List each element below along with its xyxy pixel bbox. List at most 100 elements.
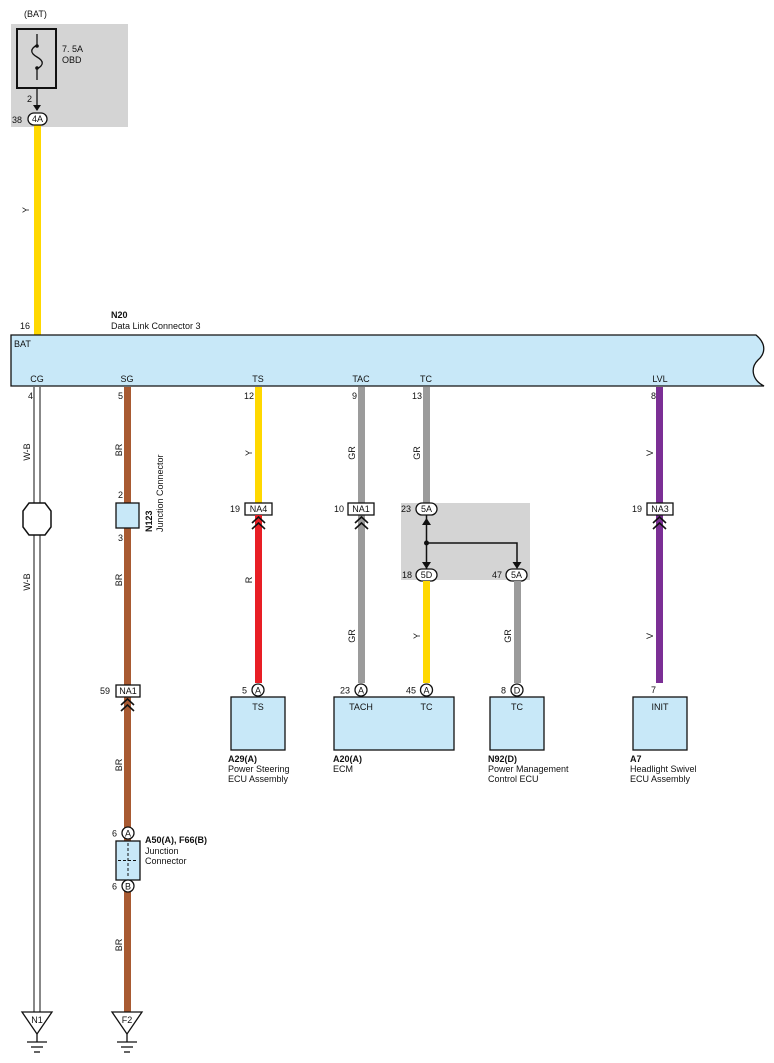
fuse-terminal-dot (35, 44, 39, 48)
connector-label: A (255, 686, 261, 696)
chevron-up-icon (120, 697, 135, 712)
connector-circle (354, 683, 368, 697)
dlc-pin-lvl: 8 (651, 391, 656, 401)
connector-5a-right: 5A (505, 568, 528, 582)
wire-color-label: BR (114, 758, 124, 771)
connector-label: NA3 (651, 504, 669, 514)
ecu-a29-code: A29(A) (228, 754, 257, 764)
ground-f2: F2 (110, 1011, 144, 1053)
dlc-terminal-cg: CG (30, 374, 44, 384)
wire-color-label: Y (244, 450, 254, 456)
wire-ts-top (255, 387, 262, 503)
connector-label: 4A (32, 114, 43, 124)
wire-color-label: V (645, 450, 655, 456)
ground-label: N1 (31, 1015, 43, 1025)
connector-label: NA1 (119, 686, 137, 696)
junction-n123-name: Junction Connector (155, 454, 165, 532)
ecu-a20-terminal-tc: TC (421, 702, 433, 712)
chevron-up-icon (251, 515, 266, 530)
connector-4a: 4A (27, 112, 48, 126)
wire-bat (34, 124, 41, 335)
connector-circle (419, 683, 434, 697)
wire-color-label: GR (412, 446, 422, 460)
ecu-a29-name2: ECU Assembly (228, 774, 289, 784)
ecu-n92-name1: Power Management (488, 764, 569, 774)
arrow-down-icon (33, 105, 41, 111)
wire-tc-n92 (514, 581, 521, 683)
fuse-symbol-icon (31, 34, 43, 80)
ecu-a7-name1: Headlight Swivel (630, 764, 697, 774)
connector-label: 5A (511, 570, 522, 580)
connector-pin: 23 (340, 686, 350, 696)
dlc-pin-tac: 9 (352, 391, 357, 401)
wire-tc-bottom (423, 581, 430, 683)
wire-color-label: W-B (22, 443, 32, 460)
arrow-down-icon (422, 562, 431, 569)
connector-label: NA1 (352, 504, 370, 514)
inline-connector-na3 (646, 502, 674, 516)
connector-pin: 45 (406, 686, 416, 696)
connector-label: 5A (421, 504, 432, 514)
connector-pin: 8 (501, 686, 506, 696)
ecu-a20-name: ECM (333, 764, 353, 774)
dlc-pin-sg: 5 (118, 391, 123, 401)
dlc-pin-tc: 13 (412, 391, 422, 401)
junction-n123-code: N123 (144, 510, 154, 532)
ground-label: F2 (122, 1015, 133, 1025)
junction-a50-name1: Junction (145, 846, 179, 856)
ecu-a29-terminal: TS (252, 702, 264, 712)
shaded-junction-area (401, 503, 530, 580)
ecu-n92-name2: Control ECU (488, 774, 539, 784)
connector-b-circle (121, 879, 135, 893)
dlc-terminal-ts: TS (252, 374, 264, 384)
ecu-a20-terminal-tach: TACH (349, 702, 373, 712)
connector-label: A (423, 686, 429, 696)
junction-n123-pin-bottom: 3 (118, 533, 123, 543)
chevron-up-icon (652, 515, 667, 530)
dlc-pin-cg: 4 (28, 391, 33, 401)
ecu-a7-box (632, 696, 688, 751)
connector-label: 5D (421, 570, 433, 580)
arrow-down-icon (512, 562, 522, 569)
connector-circle (510, 683, 524, 697)
internal-wire (426, 542, 518, 563)
wire-tac (358, 387, 365, 683)
dlc-terminal-sg: SG (120, 374, 133, 384)
junction-n123-box (115, 502, 140, 529)
arrow-up-icon (422, 518, 431, 525)
ecu-a29-box (230, 696, 286, 751)
fuse-name: OBD (62, 55, 82, 65)
wire-color-label: R (244, 576, 254, 583)
ecu-a20-box (333, 696, 455, 751)
dlc-terminal-tac: TAC (352, 374, 370, 384)
fuse-shaded-area (11, 24, 128, 127)
wire-ts-bottom (255, 515, 262, 683)
connector-5d: 5D (415, 568, 438, 582)
wire-color-label: BR (114, 573, 124, 586)
connector-pin: 6 (112, 882, 117, 892)
ecu-n92-terminal: TC (511, 702, 523, 712)
junction-a50-name2: Connector (145, 856, 187, 866)
connector-pin: 10 (334, 504, 344, 514)
inline-connector-na1-sg (115, 684, 141, 698)
dlc-name: Data Link Connector 3 (111, 321, 201, 331)
connector-pin: 23 (401, 504, 411, 514)
junction-n123-pin-top: 2 (118, 490, 123, 500)
dlc-bat-label: BAT (14, 339, 31, 349)
wire-color-label: GR (347, 446, 357, 460)
connector-pin: 59 (100, 686, 110, 696)
fuse-supply-label: (BAT) (24, 9, 47, 19)
wire-color-label: BR (114, 443, 124, 456)
dlc-pin-ts: 12 (244, 391, 254, 401)
ecu-a7-terminal: INIT (652, 702, 670, 712)
dlc-terminal-tc: TC (420, 374, 432, 384)
connector-pin: 19 (230, 504, 240, 514)
connector-pin: 18 (402, 570, 412, 580)
wire-color-label: Y (21, 207, 31, 213)
ecu-n92-box (489, 696, 545, 751)
wire-tc-top (423, 387, 430, 503)
wire-color-label: V (645, 633, 655, 639)
connector-pin: 5 (242, 686, 247, 696)
fuse-pin: 2 (27, 94, 32, 104)
